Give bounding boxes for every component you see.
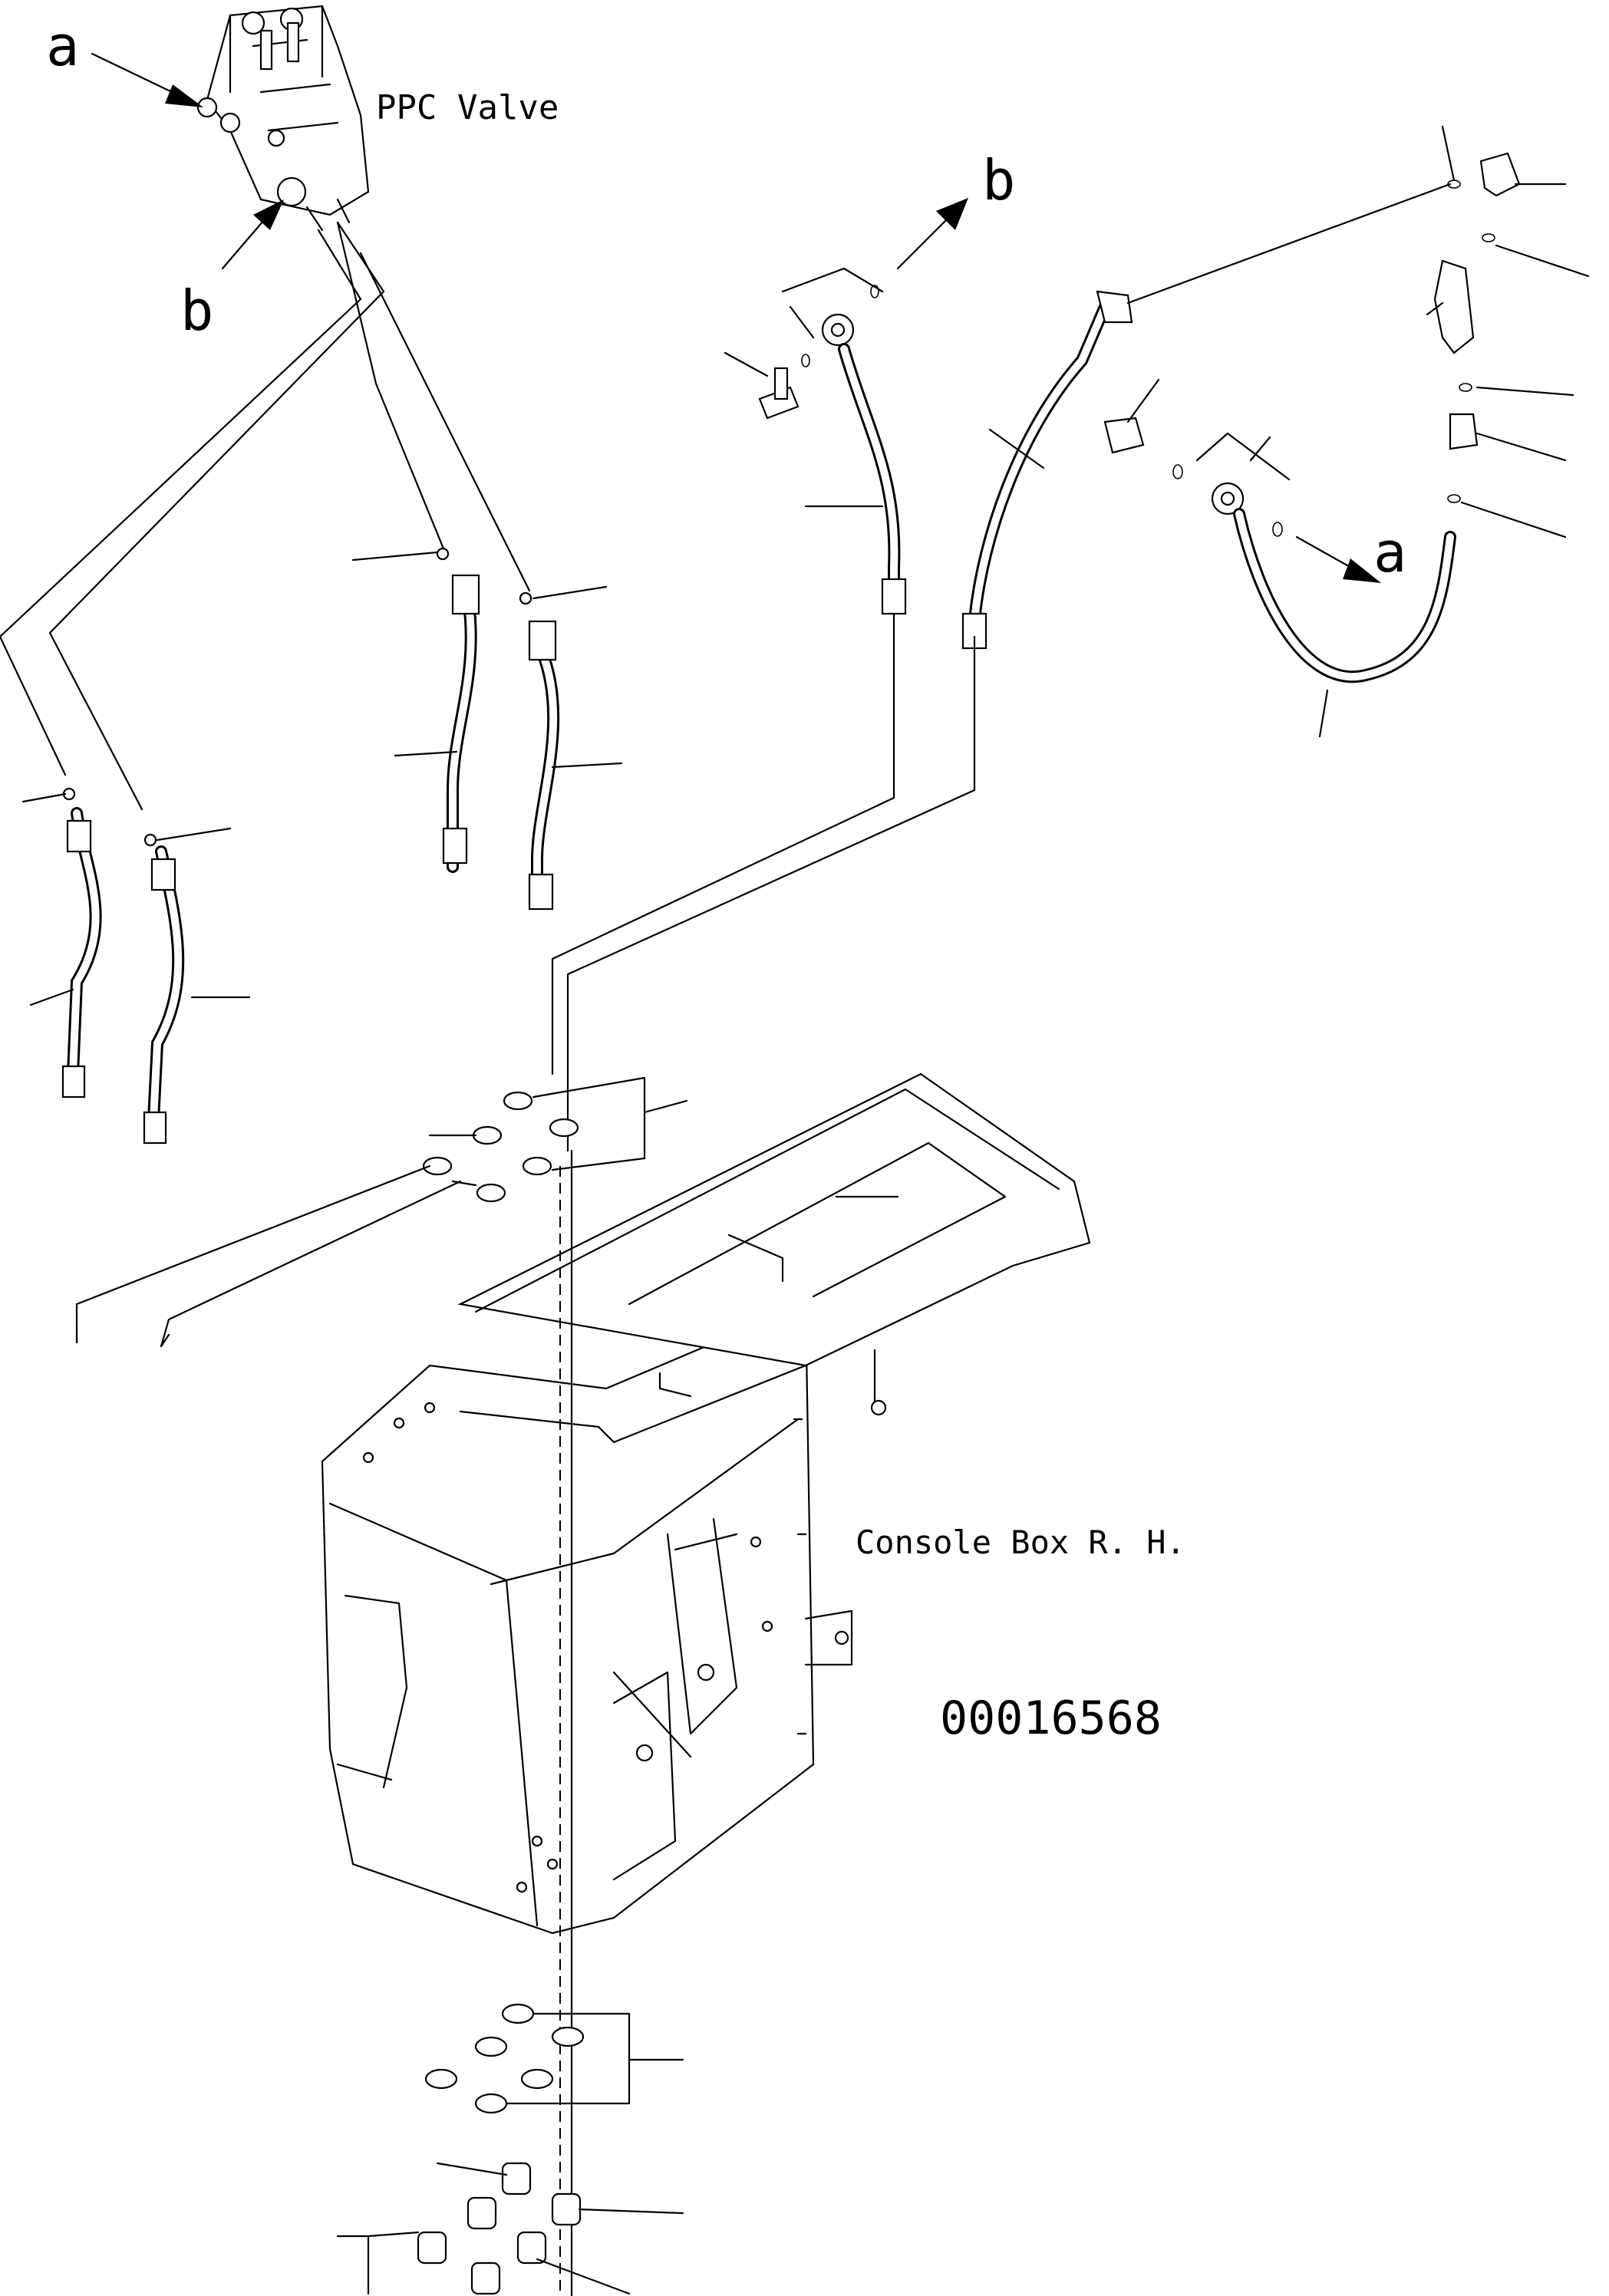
ppc-valve-label: PPC Valve xyxy=(376,88,559,127)
washer-group-bottom xyxy=(424,2003,684,2114)
ref-a-right-label: a xyxy=(1373,520,1406,585)
ref-b-right: b xyxy=(896,148,1015,270)
hose-5 xyxy=(724,267,907,615)
washer-icon xyxy=(476,1183,506,1203)
nut-group-bottom xyxy=(336,2162,684,2295)
hose-2 xyxy=(143,827,251,1145)
washer-icon xyxy=(472,1125,503,1145)
ref-a-top-label: a xyxy=(46,14,79,78)
console-box xyxy=(321,1072,1091,1935)
fitting-icon xyxy=(1103,417,1145,454)
ref-a-top: a xyxy=(46,14,203,107)
washer-icon xyxy=(501,2003,535,2024)
valve-icon xyxy=(1433,259,1475,354)
console-box-label: Console Box R. H. xyxy=(856,1524,1185,1561)
fitting-icon xyxy=(1479,152,1521,197)
nut-icon xyxy=(470,2261,501,2295)
nut-icon xyxy=(551,2192,582,2226)
fittings-right xyxy=(1103,125,1590,738)
washer-icon xyxy=(551,2026,585,2047)
arrow-icon xyxy=(896,213,953,270)
ref-b-left: b xyxy=(180,199,284,343)
arrow-icon xyxy=(221,213,270,270)
fitting-icon xyxy=(1449,413,1479,450)
washer-icon xyxy=(520,2068,554,2090)
ref-b-right-label: b xyxy=(982,148,1015,212)
nut-icon xyxy=(501,2162,532,2196)
washer-icon xyxy=(503,1091,533,1111)
washer-icon xyxy=(474,2093,508,2114)
nut-icon xyxy=(417,2231,447,2265)
washer-icon xyxy=(422,1156,453,1176)
ref-a-right: a xyxy=(1295,520,1406,585)
nut-icon xyxy=(516,2231,547,2265)
hose-1 xyxy=(21,787,102,1099)
washer-icon xyxy=(424,2068,458,2090)
console-box-icon xyxy=(321,1303,815,1935)
hose-3 xyxy=(351,547,480,873)
ppc-valve xyxy=(196,5,370,232)
hose-4 xyxy=(519,585,623,911)
ref-b-left-label: b xyxy=(180,278,213,343)
washer-icon xyxy=(522,1156,552,1176)
nut-icon xyxy=(467,2196,497,2230)
washer-group-top xyxy=(422,1076,688,1203)
washer-icon xyxy=(474,2036,508,2057)
washer-icon xyxy=(549,1118,579,1138)
routing-lines-left xyxy=(0,221,531,811)
drawing-number: 00016568 xyxy=(940,1692,1162,1745)
hose-6 xyxy=(551,183,1452,1152)
